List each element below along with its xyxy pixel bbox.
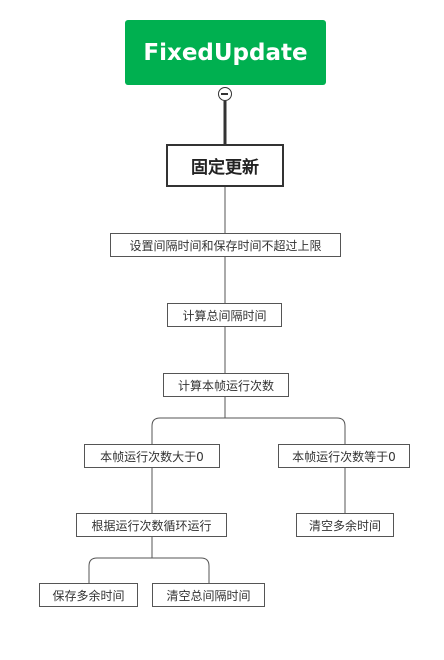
child-node-clear-extra-time[interactable]: 清空多余时间 (296, 513, 394, 537)
child-node-label: 清空多余时间 (308, 518, 381, 533)
branch-node-label: 本帧运行次数大于0 (100, 449, 204, 464)
step-node-label: 计算本帧运行次数 (177, 378, 274, 393)
step-node-frame-run-count[interactable]: 计算本帧运行次数 (163, 373, 289, 397)
child-node-label: 根据运行次数循环运行 (91, 518, 212, 533)
step-node-total-interval[interactable]: 计算总间隔时间 (167, 303, 282, 327)
root-node-fixedupdate[interactable]: FixedUpdate (125, 20, 326, 85)
leaf-node-save-extra-time[interactable]: 保存多余时间 (39, 583, 138, 607)
link-fork-leaves (88, 557, 210, 583)
branch-node-label: 本帧运行次数等于0 (292, 449, 396, 464)
collapse-toggle-icon[interactable] (218, 87, 232, 101)
child-node-loop-run[interactable]: 根据运行次数循环运行 (76, 513, 227, 537)
leaf-node-label: 保存多余时间 (52, 588, 125, 603)
main-topic-node[interactable]: 固定更新 (166, 144, 284, 187)
branch-node-equal-zero[interactable]: 本帧运行次数等于0 (278, 444, 410, 468)
main-topic-label: 固定更新 (191, 158, 259, 178)
branch-node-greater-than-zero[interactable]: 本帧运行次数大于0 (84, 444, 220, 468)
leaf-node-clear-total-interval[interactable]: 清空总间隔时间 (152, 583, 265, 607)
step-node-label: 设置间隔时间和保存时间不超过上限 (129, 238, 322, 253)
step-node-label: 计算总间隔时间 (182, 308, 267, 323)
leaf-node-label: 清空总间隔时间 (166, 588, 251, 603)
step-node-set-interval-limit[interactable]: 设置间隔时间和保存时间不超过上限 (110, 233, 341, 257)
link-fork-branches (151, 417, 346, 444)
root-node-label: FixedUpdate (143, 39, 308, 66)
